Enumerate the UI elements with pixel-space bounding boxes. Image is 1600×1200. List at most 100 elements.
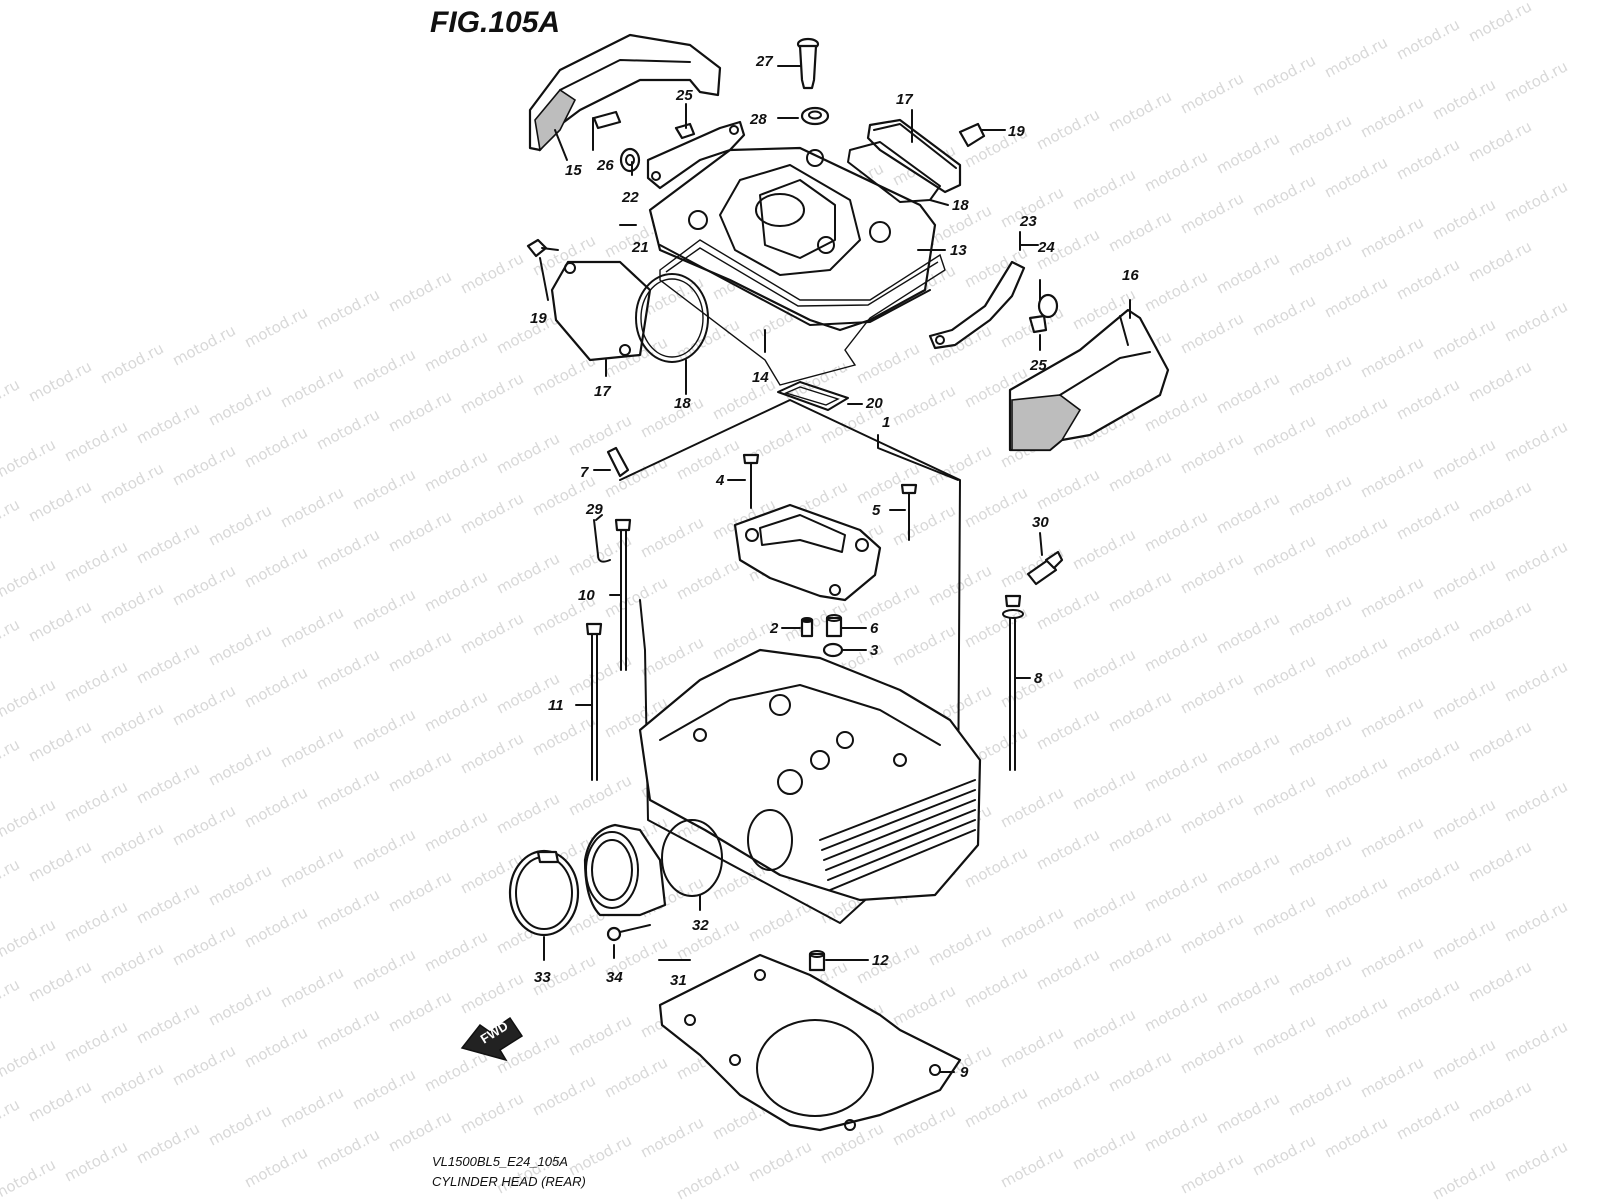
watermark-text: motod.ru [241, 1023, 310, 1071]
watermark-text: motod.ru [1105, 567, 1174, 615]
pad-26 [592, 110, 622, 130]
watermark-text: motod.ru [169, 441, 238, 489]
watermark-text: motod.ru [241, 303, 310, 351]
watermark-text: motod.ru [133, 639, 202, 687]
watermark-text: motod.ru [1465, 357, 1534, 405]
cover-16 [1008, 308, 1170, 452]
watermark-text: motod.ru [25, 957, 94, 1005]
watermark-text: motod.ru [0, 855, 23, 903]
cap-17-left [550, 260, 652, 362]
watermark-text: motod.ru [385, 867, 454, 915]
watermark-text: motod.ru [1033, 705, 1102, 753]
watermark-text: motod.ru [601, 573, 670, 621]
watermark-text: motod.ru [1465, 117, 1534, 165]
watermark-text: motod.ru [277, 363, 346, 411]
callout-31: 31 [670, 972, 687, 989]
watermark-text: motod.ru [277, 963, 346, 1011]
watermark-text: motod.ru [61, 417, 130, 465]
watermark-text: motod.ru [169, 801, 238, 849]
watermark-text: motod.ru [1321, 753, 1390, 801]
bolt-5 [900, 483, 918, 541]
watermark-text: motod.ru [349, 585, 418, 633]
watermark-text: motod.ru [1393, 15, 1462, 63]
watermark-text: motod.ru [1177, 789, 1246, 837]
bolt-4 [742, 453, 760, 509]
callout-6: 6 [870, 620, 879, 637]
watermark-text: motod.ru [1357, 1053, 1426, 1101]
watermark-text: motod.ru [385, 747, 454, 795]
watermark-text: motod.ru [241, 423, 310, 471]
watermark-text: motod.ru [421, 567, 490, 615]
watermark-text: motod.ru [1069, 1125, 1138, 1173]
watermark-text: motod.ru [421, 687, 490, 735]
watermark-text: motod.ru [457, 369, 526, 417]
watermark-text: motod.ru [385, 987, 454, 1035]
watermark-text: motod.ru [1105, 207, 1174, 255]
watermark-text: motod.ru [1177, 669, 1246, 717]
callout-11: 11 [548, 697, 564, 714]
watermark-text: motod.ru [1465, 597, 1534, 645]
watermark-text: motod.ru [1357, 813, 1426, 861]
watermark-text: motod.ru [1285, 111, 1354, 159]
watermark-text: motod.ru [1465, 837, 1534, 885]
watermark-text: motod.ru [1105, 807, 1174, 855]
watermark-text: motod.ru [961, 1083, 1030, 1131]
watermark-text: motod.ru [1357, 933, 1426, 981]
watermark-text: motod.ru [25, 597, 94, 645]
watermark-text: motod.ru [1357, 453, 1426, 501]
callout-labels: 1 2 3 4 5 6 7 8 9 10 11 12 13 14 15 16 1… [530, 53, 1139, 1081]
callout-26: 26 [596, 157, 614, 174]
watermark-text: motod.ru [1285, 591, 1354, 639]
callout-17-lower: 17 [594, 383, 611, 400]
watermark-text: motod.ru [1141, 627, 1210, 675]
watermark-text: motod.ru [1285, 471, 1354, 519]
watermark-text: motod.ru [1249, 1131, 1318, 1179]
watermark-text: motod.ru [565, 651, 634, 699]
watermark-text: motod.ru [1177, 69, 1246, 117]
watermark-text: motod.ru [205, 981, 274, 1029]
watermark-text: motod.ru [0, 435, 59, 483]
watermark-text: motod.ru [565, 531, 634, 579]
callout-2: 2 [769, 620, 779, 637]
watermark-text: motod.ru [1501, 57, 1570, 105]
watermark-text: motod.ru [169, 321, 238, 369]
watermark-text: motod.ru [1429, 915, 1498, 963]
watermark-text: motod.ru [1465, 237, 1534, 285]
bolt-19-upper [958, 122, 986, 148]
watermark-text: motod.ru [529, 1071, 598, 1119]
dowel-12 [808, 952, 826, 972]
callout-5: 5 [872, 502, 881, 519]
watermark-text: motod.ru [1393, 735, 1462, 783]
watermark-text: motod.ru [673, 555, 742, 603]
watermark-text: motod.ru [349, 945, 418, 993]
watermark-text: motod.ru [97, 339, 166, 387]
watermark-text: motod.ru [1357, 213, 1426, 261]
watermark-text: motod.ru [313, 1005, 382, 1053]
watermark-text: motod.ru [133, 399, 202, 447]
watermark-text: motod.ru [133, 759, 202, 807]
dowel-2 [800, 618, 814, 638]
washer-22 [619, 147, 641, 173]
watermark-text: motod.ru [1501, 417, 1570, 465]
watermark-text: motod.ru [493, 309, 562, 357]
watermark-text: motod.ru [1105, 1047, 1174, 1095]
watermark-text: motod.ru [61, 537, 130, 585]
callout-24: 24 [1037, 239, 1055, 256]
watermark-text: motod.ru [385, 387, 454, 435]
watermark-text: motod.ru [1357, 693, 1426, 741]
cylinder-head [638, 648, 982, 902]
watermark-text: motod.ru [1501, 897, 1570, 945]
watermark-text: motod.ru [241, 543, 310, 591]
watermark-text: motod.ru [169, 681, 238, 729]
watermark-text: motod.ru [1141, 267, 1210, 315]
watermark-text: motod.ru [0, 975, 23, 1023]
watermark-text: motod.ru [205, 1101, 274, 1149]
watermark-text: motod.ru [673, 435, 742, 483]
watermark-text: motod.ru [313, 645, 382, 693]
watermark-text: motod.ru [1177, 189, 1246, 237]
watermark-text: motod.ru [1177, 909, 1246, 957]
watermark-text: motod.ru [1501, 537, 1570, 585]
callout-4: 4 [715, 472, 725, 489]
watermark-text: motod.ru [637, 633, 706, 681]
